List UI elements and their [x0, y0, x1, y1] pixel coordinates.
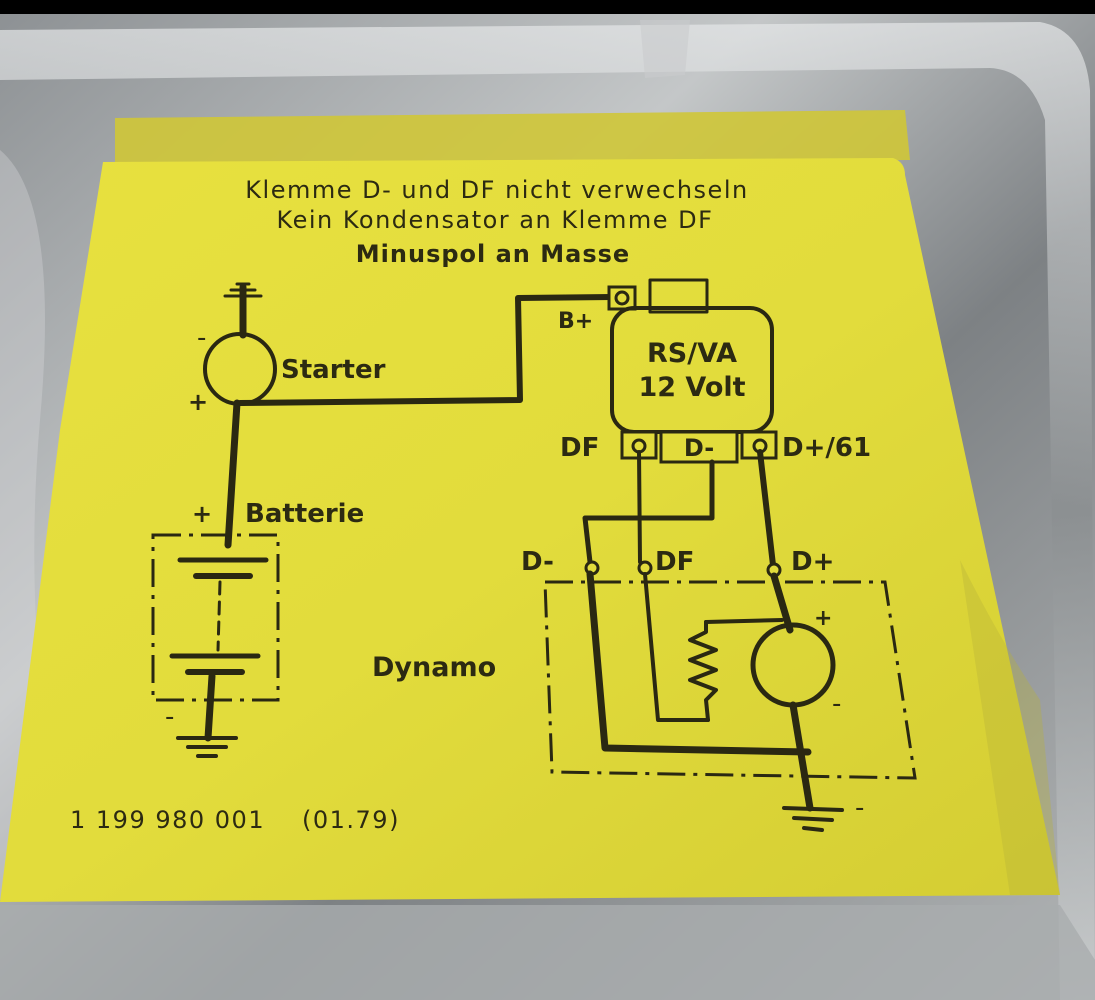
- top-black-band: [0, 0, 1095, 14]
- housing-bottom-edge: [0, 905, 1095, 1000]
- battery-minus-label: -: [165, 702, 174, 732]
- upper-label-strip: [115, 110, 910, 165]
- dyn-d-plus-label: D+: [791, 547, 834, 577]
- terminal-b-plus-label: B+: [558, 309, 593, 334]
- reg-d-minus-label: D-: [684, 434, 714, 462]
- wire-starter-to-b-plus: [237, 294, 615, 406]
- dynamo-ground-symbol: [782, 806, 844, 832]
- yellow-label: [0, 158, 1060, 902]
- dynamo-label: Dynamo: [372, 652, 496, 683]
- starter-plus-label: +: [188, 388, 208, 416]
- armature-minus-label: -: [832, 689, 841, 719]
- wire-armature-to-ground: [789, 701, 814, 812]
- wire-field-top: [704, 618, 784, 624]
- wire-d-plus: [757, 449, 776, 568]
- terminal-d-minus-box: [659, 430, 739, 464]
- battery-enclosure: [151, 533, 280, 702]
- battery-label: Batterie: [245, 499, 364, 529]
- regulator-top-tab: [648, 278, 709, 314]
- ground-minus-label: -: [855, 793, 864, 823]
- housing-tab: [640, 20, 690, 78]
- regulator-name: RS/VA: [647, 338, 737, 369]
- housing-reflection: [0, 150, 70, 900]
- date-code: (01.79): [302, 806, 400, 834]
- warning-line-3: Minuspol an Masse: [356, 240, 630, 268]
- dynamo-enclosure: [543, 580, 917, 780]
- field-winding-symbol: [688, 620, 718, 722]
- reg-d-plus-61-label: D+/61: [782, 433, 871, 463]
- battery-cell-symbol: [169, 557, 269, 675]
- wire-df: [637, 450, 642, 564]
- starter-ground-symbol: [223, 282, 263, 339]
- battery-plus-label: +: [192, 500, 212, 528]
- reg-df-label: DF: [560, 433, 599, 463]
- warning-line-2: Kein Kondensator an Klemme DF: [277, 206, 714, 234]
- wire-d-minus: [582, 459, 715, 565]
- armature-plus-label: +: [814, 606, 832, 631]
- label-wear: [960, 560, 1060, 895]
- wire-d-minus-return: [586, 570, 812, 756]
- terminal-b-plus-hole: [614, 290, 630, 306]
- dyn-df-label: DF: [655, 547, 694, 577]
- starter-label: Starter: [281, 355, 386, 385]
- dyn-d-minus-label: D-: [521, 547, 554, 577]
- starter-minus-label: -: [197, 323, 206, 353]
- wire-starter-to-battery: [224, 399, 241, 549]
- regulator-voltage: 12 Volt: [638, 372, 745, 403]
- warning-line-1: Klemme D- und DF nicht verwechseln: [245, 176, 748, 204]
- wire-d-plus-to-armature: [770, 572, 794, 634]
- wire-df-to-field: [643, 572, 710, 722]
- battery-ground-symbol: [176, 672, 238, 758]
- part-number: 1 199 980 001: [70, 806, 265, 834]
